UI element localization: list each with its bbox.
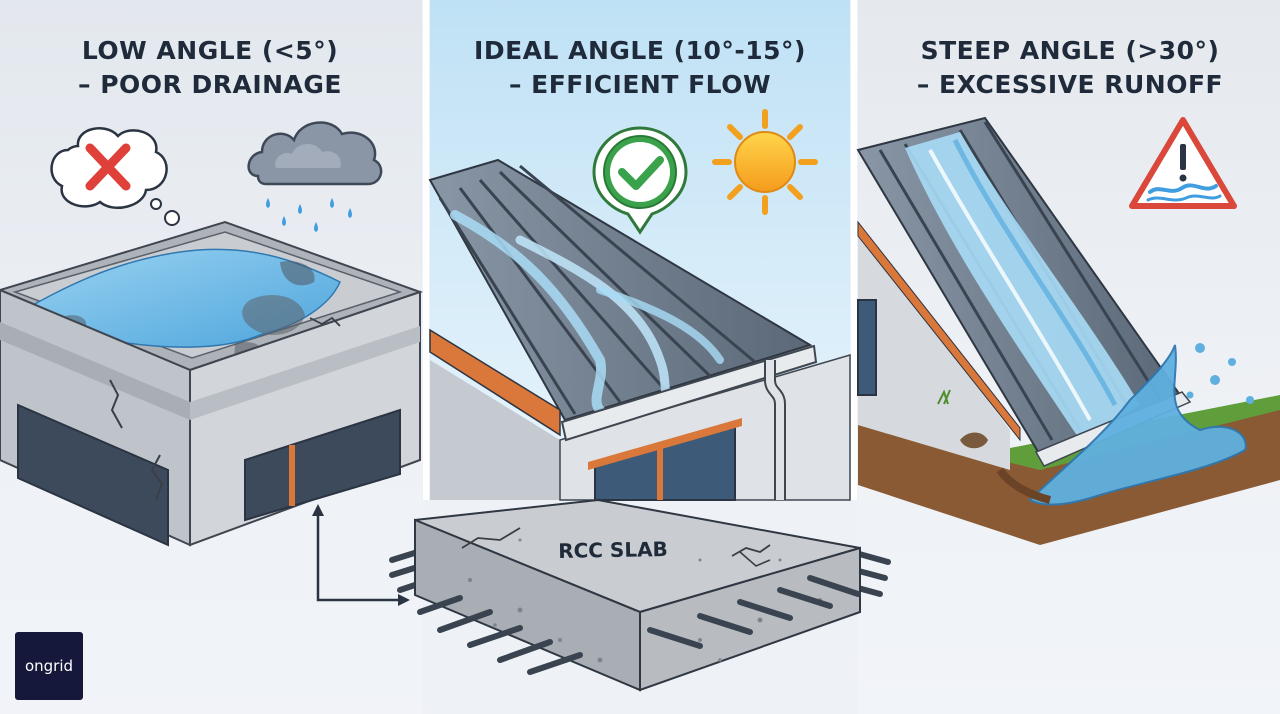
- x-mark-icon: [50, 127, 180, 226]
- steep-roof-house: [856, 116, 1280, 545]
- ideal-angle-title-line1: IDEAL ANGLE (10°-15°): [474, 36, 806, 65]
- pitched-roof-house: [428, 158, 851, 501]
- rcc-slab-label: RCC SLAB: [558, 537, 668, 563]
- sun-icon: [712, 109, 818, 215]
- low-angle-title-line1: LOW ANGLE (<5°): [81, 36, 339, 65]
- steep-angle-title: STEEP ANGLE (>30°) – EXCESSIVE RUNOFF: [870, 34, 1270, 102]
- ongrid-logo: ongrid: [15, 632, 83, 700]
- warning-icon: [1129, 117, 1237, 209]
- ideal-angle-title: IDEAL ANGLE (10°-15°) – EFFICIENT FLOW: [430, 34, 850, 102]
- steep-angle-title-line1: STEEP ANGLE (>30°): [920, 36, 1220, 65]
- low-angle-title: LOW ANGLE (<5°) – POOR DRAINAGE: [20, 34, 400, 102]
- check-mark-icon: [592, 126, 688, 235]
- ideal-angle-title-line2: – EFFICIENT FLOW: [508, 70, 772, 99]
- rain-cloud-icon: [247, 121, 383, 232]
- steep-angle-title-line2: – EXCESSIVE RUNOFF: [916, 70, 1224, 99]
- logo-text: ongrid: [24, 657, 74, 675]
- flat-roof-building: [0, 220, 424, 547]
- rcc-slab: [389, 498, 891, 692]
- low-angle-title-line2: – POOR DRAINAGE: [77, 70, 342, 99]
- connector-arrow: [312, 504, 410, 606]
